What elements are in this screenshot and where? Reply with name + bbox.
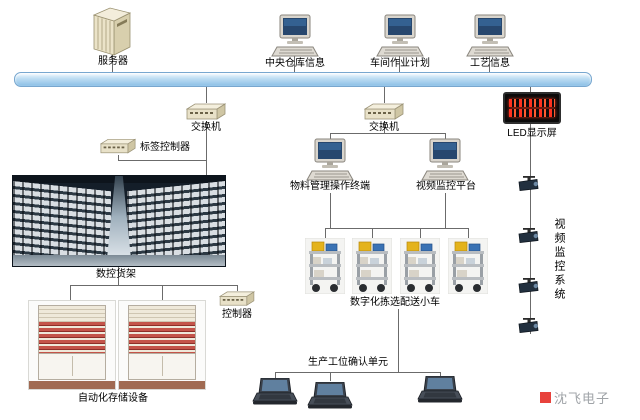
cabinet-body xyxy=(38,305,106,380)
connector-line xyxy=(112,54,113,72)
cabinet-body xyxy=(128,305,196,380)
connector-line xyxy=(162,285,163,300)
photo-floor xyxy=(13,255,225,266)
storage-cabinet-photo xyxy=(28,300,116,390)
connector-line xyxy=(398,309,399,372)
cnc-shelves-label: 数控货架 xyxy=(96,269,136,280)
shelf-rack-right xyxy=(127,181,225,266)
laptop-icon xyxy=(417,376,463,406)
video-platform-label: 视频监控平台 xyxy=(416,181,476,192)
desktop-computer-icon xyxy=(306,138,354,182)
connector-line xyxy=(384,121,385,133)
workshop-plan-label: 车间作业计划 xyxy=(370,58,430,69)
storage-equipment-label: 自动化存储设备 xyxy=(78,393,148,404)
connector-line xyxy=(325,228,468,229)
picking-cart-icon xyxy=(352,238,392,294)
connector-line xyxy=(420,228,421,238)
cctv-camera-icon xyxy=(516,228,542,248)
connector-line xyxy=(399,56,400,72)
cctv-camera-icon xyxy=(516,176,542,196)
connector-line xyxy=(118,155,119,160)
cabinet-doors xyxy=(39,352,105,379)
connector-line xyxy=(330,133,331,139)
connector-line xyxy=(330,133,445,134)
connector-line xyxy=(445,193,446,228)
network-backbone-bus xyxy=(14,72,592,87)
led-text-row xyxy=(509,109,555,117)
switch-right-label: 交换机 xyxy=(369,122,399,133)
led-display-label: LED显示屏 xyxy=(507,128,557,139)
network-switch-icon xyxy=(186,103,226,121)
cabinet-trays-top xyxy=(39,306,105,323)
connector-line xyxy=(530,85,531,92)
connector-line xyxy=(445,133,446,139)
switch-left-label: 交换机 xyxy=(191,122,221,133)
cabinet-trays-red xyxy=(129,322,195,353)
desktop-computer-icon xyxy=(466,14,514,58)
warehouse-shelves-photo xyxy=(12,175,226,267)
storage-cabinet-photo xyxy=(118,300,206,390)
server-tower-icon xyxy=(90,4,134,56)
picking-cart-icon xyxy=(400,238,440,294)
connector-line xyxy=(372,228,373,238)
shelf-rack-left xyxy=(13,181,111,266)
controller-label: 控制器 xyxy=(222,309,252,320)
cabinet-floor xyxy=(29,381,115,389)
label-controller-label: 标签控制器 xyxy=(140,142,190,153)
laptop-icon xyxy=(307,382,353,412)
watermark: 沈飞电子 xyxy=(540,388,610,407)
connector-line xyxy=(275,372,440,373)
desktop-computer-icon xyxy=(376,14,424,58)
central-info-label: 中央仓库信息 xyxy=(265,58,325,69)
desktop-computer-icon xyxy=(421,138,469,182)
connector-line xyxy=(118,160,206,161)
connector-line xyxy=(440,372,441,377)
watermark-text: 沈飞电子 xyxy=(554,391,611,406)
led-text-row xyxy=(509,99,555,107)
picking-cart-icon xyxy=(448,238,488,294)
cctv-camera-icon xyxy=(516,278,542,298)
picking-carts-label: 数字化拣选配送小车 xyxy=(350,297,440,308)
desktop-computer-icon xyxy=(271,14,319,58)
connector-line xyxy=(70,285,71,300)
connector-line xyxy=(489,56,490,72)
watermark-red-square xyxy=(540,392,551,403)
connector-line xyxy=(237,285,238,291)
laptop-icon xyxy=(252,378,298,408)
connector-line xyxy=(384,85,385,103)
cabinet-doors xyxy=(129,352,195,379)
connector-line xyxy=(70,285,237,286)
video-system-label: 视频监控系统 xyxy=(553,218,565,302)
connector-line xyxy=(330,193,331,228)
controller-icon xyxy=(219,291,255,307)
connector-line xyxy=(118,265,119,285)
cctv-camera-icon xyxy=(516,318,542,338)
led-display-panel xyxy=(503,92,561,124)
cabinet-floor xyxy=(119,381,205,389)
connector-line xyxy=(294,56,295,72)
cabinet-trays-top xyxy=(129,306,195,323)
connector-line xyxy=(325,228,326,238)
workstation-confirm-label: 生产工位确认单元 xyxy=(308,357,388,368)
cabinet-trays-red xyxy=(39,322,105,353)
connector-line xyxy=(206,85,207,103)
connector-line xyxy=(206,121,207,175)
connector-line xyxy=(275,372,276,379)
process-info-label: 工艺信息 xyxy=(470,58,510,69)
network-switch-icon xyxy=(364,103,404,121)
material-terminal-label: 物料管理操作终端 xyxy=(290,181,370,192)
server-label: 服务器 xyxy=(98,56,128,67)
connector-line xyxy=(468,228,469,238)
label-controller-icon xyxy=(100,138,136,155)
picking-cart-icon xyxy=(305,238,345,294)
connector-line xyxy=(330,372,331,381)
